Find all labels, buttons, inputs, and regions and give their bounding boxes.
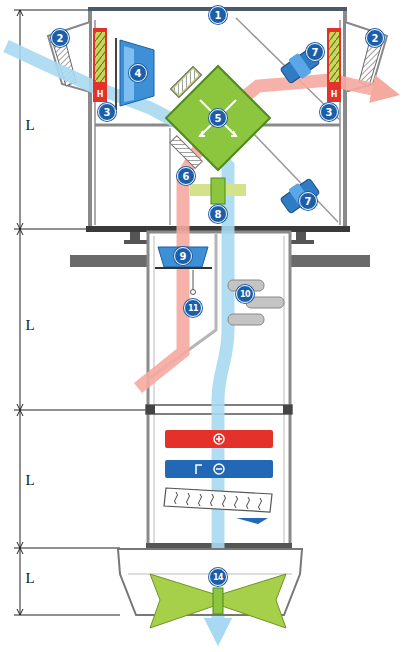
callout-number: 11 <box>184 299 202 317</box>
heater-coil <box>329 32 339 82</box>
silencer-tubes <box>228 280 284 325</box>
callout-number: 3 <box>320 103 338 121</box>
eliminator-frame <box>164 488 272 512</box>
minus-symbol <box>214 464 224 474</box>
heater-mark: H <box>97 90 104 99</box>
plus-symbol <box>216 436 222 442</box>
filter-frame <box>170 66 201 97</box>
heating-coil <box>165 430 273 448</box>
exchanger-arrowheads <box>200 131 236 136</box>
drain-pan <box>236 518 268 524</box>
roof-flange <box>288 255 370 267</box>
damper-blade <box>211 178 225 204</box>
cooler-bar <box>165 460 273 478</box>
partition-line <box>250 130 338 222</box>
callout-number: 9 <box>174 247 192 265</box>
callout-number: 8 <box>209 205 227 223</box>
eliminator-blades <box>175 492 262 510</box>
extension-line <box>14 548 120 549</box>
exchanger-arrows <box>200 100 236 136</box>
heater-body <box>93 28 107 102</box>
damper-actuator <box>278 176 321 216</box>
callout-number: 10 <box>236 285 254 303</box>
filter-media <box>170 136 203 169</box>
roof-flange <box>70 255 150 267</box>
housing-frame <box>90 9 345 229</box>
callout-number: 4 <box>129 64 147 82</box>
joint-corner <box>283 405 292 414</box>
extension-line <box>14 410 150 411</box>
callout-number: 14 <box>209 568 227 586</box>
dimension-lines <box>14 10 150 615</box>
duct-inner-wall <box>284 236 285 545</box>
callout-number: 2 <box>366 29 384 47</box>
temperature-sensor <box>191 290 196 295</box>
extension-line <box>14 229 92 230</box>
dimension-ticks <box>17 10 23 615</box>
filter-rail <box>155 267 212 269</box>
sensor-wire <box>193 270 194 290</box>
filter-media <box>173 69 198 94</box>
frost-heater <box>93 28 107 102</box>
coil-symbol <box>196 465 202 474</box>
callout-number: 3 <box>98 103 116 121</box>
exchanger-filter <box>170 66 201 97</box>
filter-body <box>120 40 154 106</box>
joint-corner <box>146 405 155 414</box>
callout-number: 7 <box>306 43 324 61</box>
filter-body <box>158 247 208 267</box>
fan-blade <box>222 574 286 628</box>
minus-symbol <box>216 468 222 470</box>
filter-frame <box>115 38 117 110</box>
heater-coil <box>95 32 105 82</box>
heater-mark: H <box>331 90 338 99</box>
callout-number: 5 <box>209 109 227 127</box>
extension-line <box>14 10 92 11</box>
heat-exchanger <box>166 66 270 170</box>
callout-number: 1 <box>209 6 227 24</box>
exchanger-core <box>166 66 270 170</box>
dimension-label: L <box>25 471 34 490</box>
dimension-label: L <box>25 569 34 588</box>
callout-number: 7 <box>299 192 317 210</box>
heater-bar <box>165 430 273 448</box>
heater-body <box>327 28 341 102</box>
duct-filter <box>155 247 212 268</box>
extension-line <box>14 615 120 616</box>
plus-symbol <box>214 434 224 444</box>
fan-hub <box>213 588 223 614</box>
droplet-eliminator <box>164 488 272 524</box>
dimension-line <box>20 10 21 615</box>
dimension-label: L <box>25 316 34 335</box>
actuator-body <box>280 178 320 213</box>
duct-inner-wall <box>154 236 155 545</box>
fan-blade <box>150 574 214 628</box>
frost-heater <box>327 28 341 102</box>
fan-section <box>118 549 302 628</box>
top-housing <box>86 7 350 244</box>
callout-number: 2 <box>51 29 69 47</box>
cooling-coil <box>165 460 273 478</box>
supply-filter <box>116 38 154 110</box>
dimension-label: L <box>25 116 34 135</box>
silencer-tube <box>228 314 264 325</box>
bypass-damper <box>190 178 246 204</box>
callout-number: 6 <box>177 167 195 185</box>
exhaust-filter <box>170 136 203 169</box>
